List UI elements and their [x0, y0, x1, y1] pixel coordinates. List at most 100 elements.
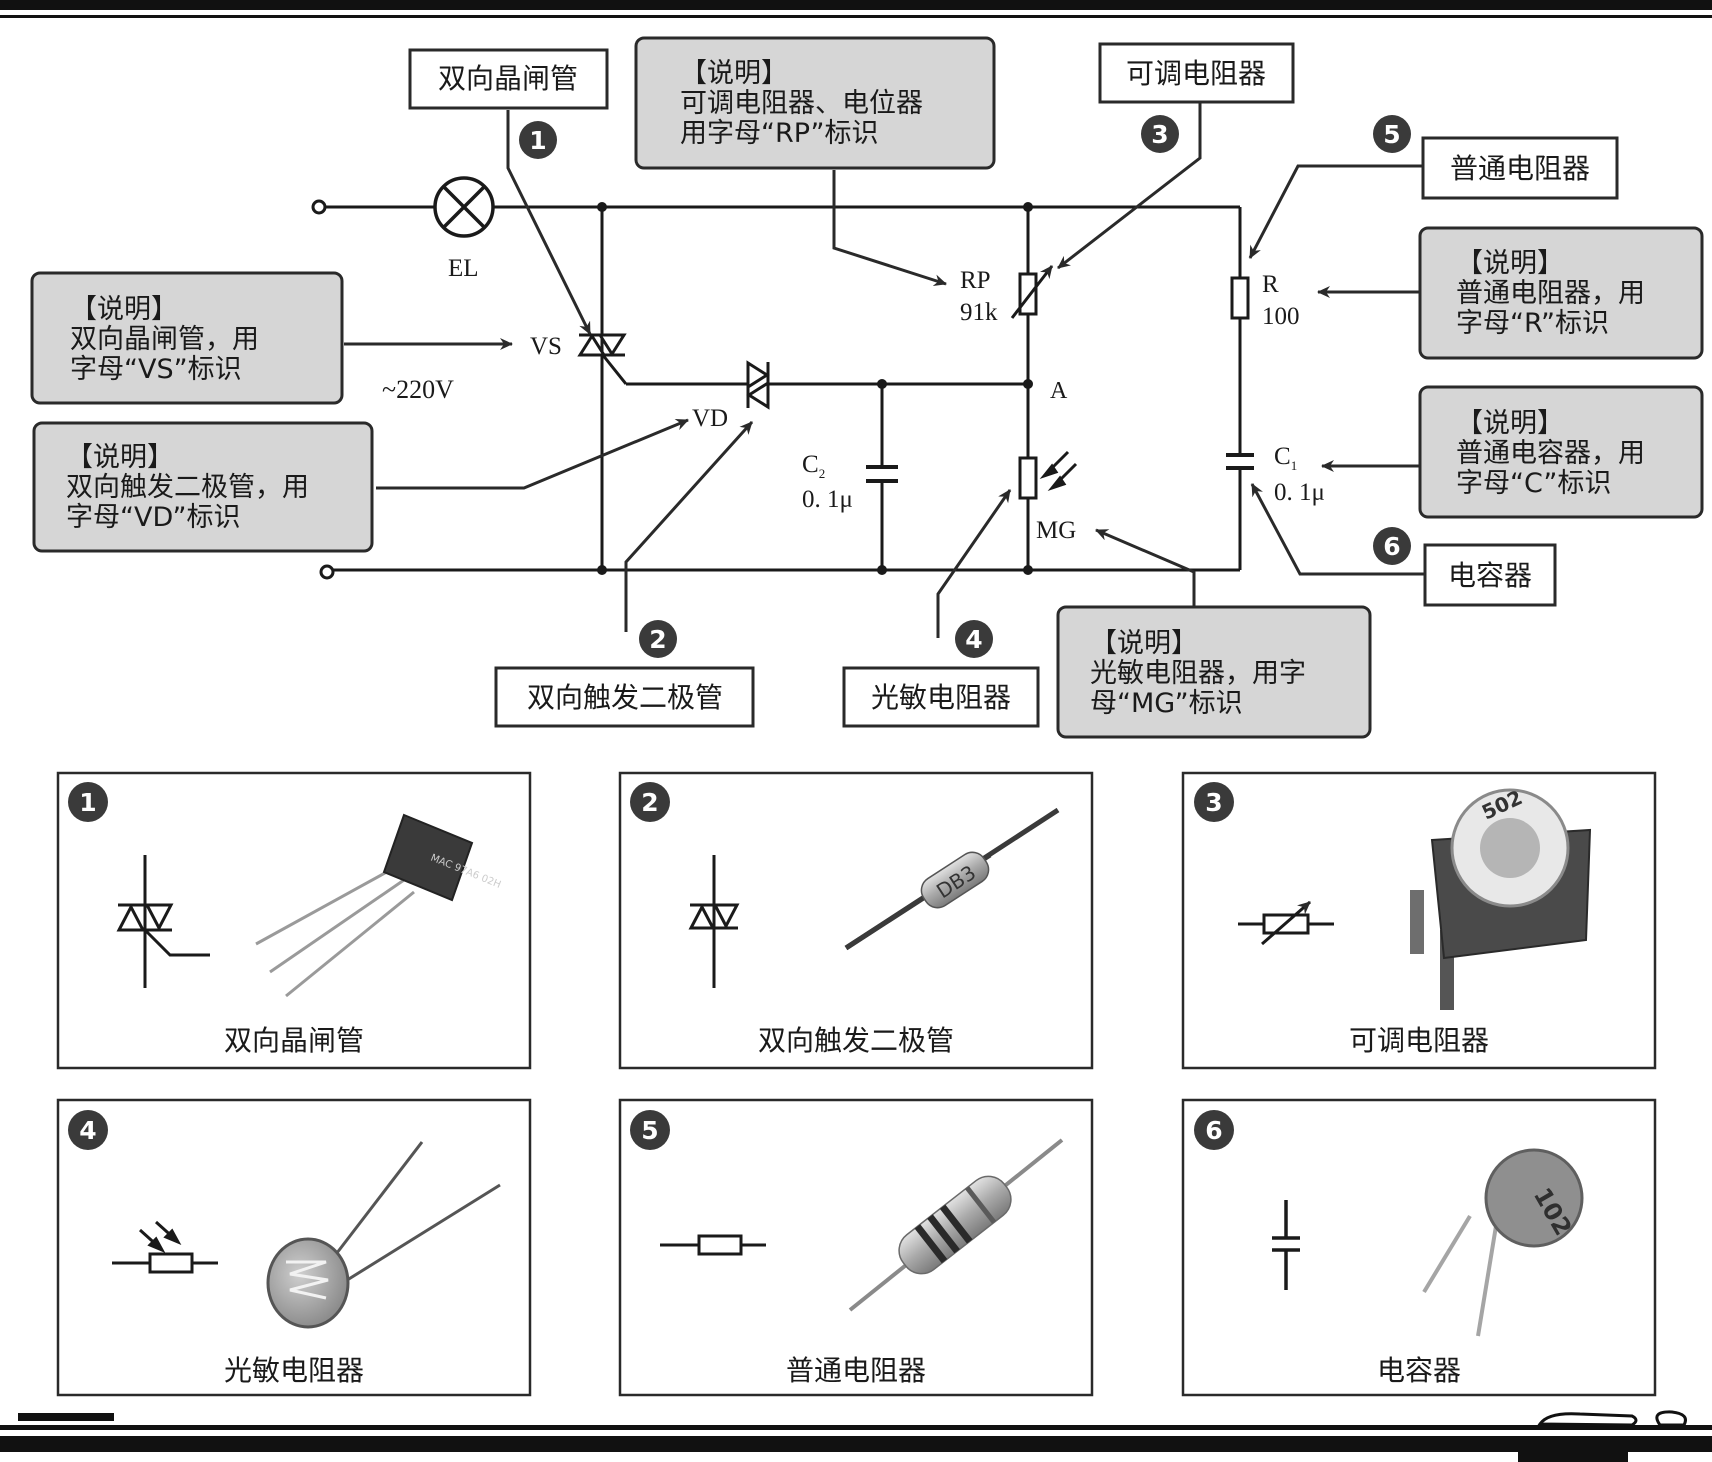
triac-name-text: 双向晶闸管 — [438, 62, 578, 95]
r-symbol — [1230, 276, 1250, 320]
res-note-line1: 普通电阻器，用 — [1456, 278, 1645, 309]
callout-res-note: 【说明】 普通电阻器，用 字母“R”标识 — [1418, 226, 1704, 360]
capacitor-photo: 102 — [1422, 1148, 1584, 1337]
panel-resistor-caption: 普通电阻器 — [786, 1354, 926, 1387]
cap-note-head: 【说明】 — [1456, 408, 1564, 439]
panel-diac-caption: 双向触发二极管 — [758, 1024, 954, 1057]
junction-dots — [597, 202, 1033, 575]
svg-text:5: 5 — [1383, 120, 1400, 149]
rp-label: RP — [960, 267, 991, 294]
panel-diac-number: 2 — [641, 788, 658, 817]
c1-gap — [1228, 457, 1252, 466]
badge-5: 5 — [1373, 115, 1411, 153]
callout-pot-name: 可调电阻器 — [1098, 42, 1295, 104]
callout-ldr-note: 【说明】 光敏电阻器，用字 母“MG”标识 — [1056, 605, 1372, 739]
r-value: 100 — [1262, 303, 1300, 330]
c2-label: C2 — [802, 451, 825, 481]
callout-triac-name: 双向晶闸管 — [408, 48, 609, 110]
badge-2: 2 — [639, 620, 677, 658]
panel-triac-caption: 双向晶闸管 — [224, 1024, 364, 1057]
svg-text:3: 3 — [1151, 120, 1168, 149]
res-name-text: 普通电阻器 — [1450, 152, 1590, 185]
pen-icon — [1537, 1410, 1687, 1427]
svg-text:4: 4 — [965, 625, 982, 654]
triac-note-line2: 字母“VS”标识 — [70, 354, 242, 385]
panel-diac: 2 DB3 双向触发二极管 — [618, 771, 1094, 1070]
c1-symbol — [1226, 453, 1254, 470]
node-a-label: A — [1050, 378, 1068, 404]
badge-1: 1 — [519, 121, 557, 159]
panel-pot: 3 502 可调电阻器 — [1181, 771, 1657, 1070]
resistor-photo — [848, 1138, 1064, 1312]
badge-6: 6 — [1373, 527, 1411, 565]
callout-pot-note: 【说明】 可调电阻器、电位器 用字母“RP”标识 — [634, 36, 996, 170]
diac-name-text: 双向触发二极管 — [527, 681, 723, 714]
triac-note-head: 【说明】 — [70, 294, 178, 325]
rp-symbol — [1010, 265, 1054, 319]
callout-cap-name: 电容器 — [1423, 543, 1557, 607]
mg-symbol — [1018, 450, 1078, 500]
callout-diac-note: 【说明】 双向触发二极管，用 字母“VD”标识 — [32, 421, 374, 553]
top-border — [0, 0, 1712, 18]
panel-resistor-number: 5 — [641, 1116, 658, 1145]
panel-pot-number: 3 — [1205, 788, 1222, 817]
rp-value: 91k — [960, 299, 998, 326]
diac-note-line2: 字母“VD”标识 — [66, 502, 241, 533]
diac-note-head: 【说明】 — [66, 442, 174, 473]
resistor-symbol-small — [660, 1234, 766, 1256]
c1-label: C1 — [1274, 443, 1297, 473]
c2-value: 0. 1μ — [802, 486, 853, 513]
ldr-photo — [266, 1141, 501, 1329]
svg-text:2: 2 — [649, 625, 666, 654]
panel-capacitor-number: 6 — [1205, 1116, 1222, 1145]
callout-leaders — [344, 100, 1424, 638]
mg-label: MG — [1036, 517, 1076, 544]
pot-name-text: 可调电阻器 — [1126, 57, 1266, 90]
callout-cap-note: 【说明】 普通电容器，用 字母“C”标识 — [1418, 385, 1704, 519]
callout-triac-note: 【说明】 双向晶闸管，用 字母“VS”标识 — [30, 271, 344, 405]
pot-note-line1: 可调电阻器、电位器 — [680, 88, 923, 119]
triac-note-line1: 双向晶闸管，用 — [70, 324, 259, 355]
ldr-note-line2: 母“MG”标识 — [1090, 688, 1243, 719]
capacitor-symbol-small — [1272, 1200, 1300, 1290]
lamp-label: EL — [448, 255, 479, 282]
badge-4: 4 — [955, 620, 993, 658]
panel-resistor: 5 普通电阻器 — [618, 1098, 1094, 1397]
panel-capacitor: 6 102 电容器 — [1181, 1098, 1657, 1397]
cap-name-text: 电容器 — [1448, 559, 1532, 592]
svg-text:6: 6 — [1383, 532, 1400, 561]
callout-diac-name: 双向触发二极管 — [494, 666, 755, 728]
panel-triac: 1 MAC 97A6 02H 双向晶闸管 — [56, 771, 532, 1070]
cap-note-line1: 普通电容器，用 — [1456, 438, 1645, 469]
diac-note-line1: 双向触发二极管，用 — [66, 472, 309, 503]
ldr-note-head: 【说明】 — [1090, 628, 1198, 659]
vd-label: VD — [692, 405, 728, 432]
panel-pot-caption: 可调电阻器 — [1349, 1024, 1489, 1057]
pot-photo: 502 — [1410, 785, 1592, 1010]
r-label: R — [1262, 271, 1279, 298]
panel-capacitor-caption: 电容器 — [1377, 1354, 1461, 1387]
ldr-note-line1: 光敏电阻器，用字 — [1090, 658, 1306, 689]
panel-ldr-number: 4 — [79, 1116, 96, 1145]
diac-symbol — [746, 360, 770, 410]
supply-label: ~220V — [382, 375, 454, 404]
vs-label: VS — [530, 333, 562, 360]
diac-symbol-small — [688, 855, 740, 988]
res-note-line2: 字母“R”标识 — [1456, 308, 1609, 339]
ldr-name-text: 光敏电阻器 — [871, 681, 1011, 714]
triac-symbol-small — [116, 855, 210, 988]
callout-res-name: 普通电阻器 — [1421, 136, 1619, 200]
pot-symbol-small — [1238, 900, 1334, 946]
res-note-head: 【说明】 — [1456, 248, 1564, 279]
svg-text:1: 1 — [529, 126, 546, 155]
terminals — [311, 199, 335, 580]
panel-triac-number: 1 — [79, 788, 96, 817]
pot-note-head: 【说明】 — [680, 58, 788, 89]
ldr-symbol-small — [112, 1220, 218, 1274]
c2-symbol — [866, 465, 898, 483]
panel-ldr: 4 光敏电阻器 — [56, 1098, 532, 1397]
lamp-symbol — [433, 176, 495, 238]
c1-value: 0. 1μ — [1274, 479, 1325, 506]
